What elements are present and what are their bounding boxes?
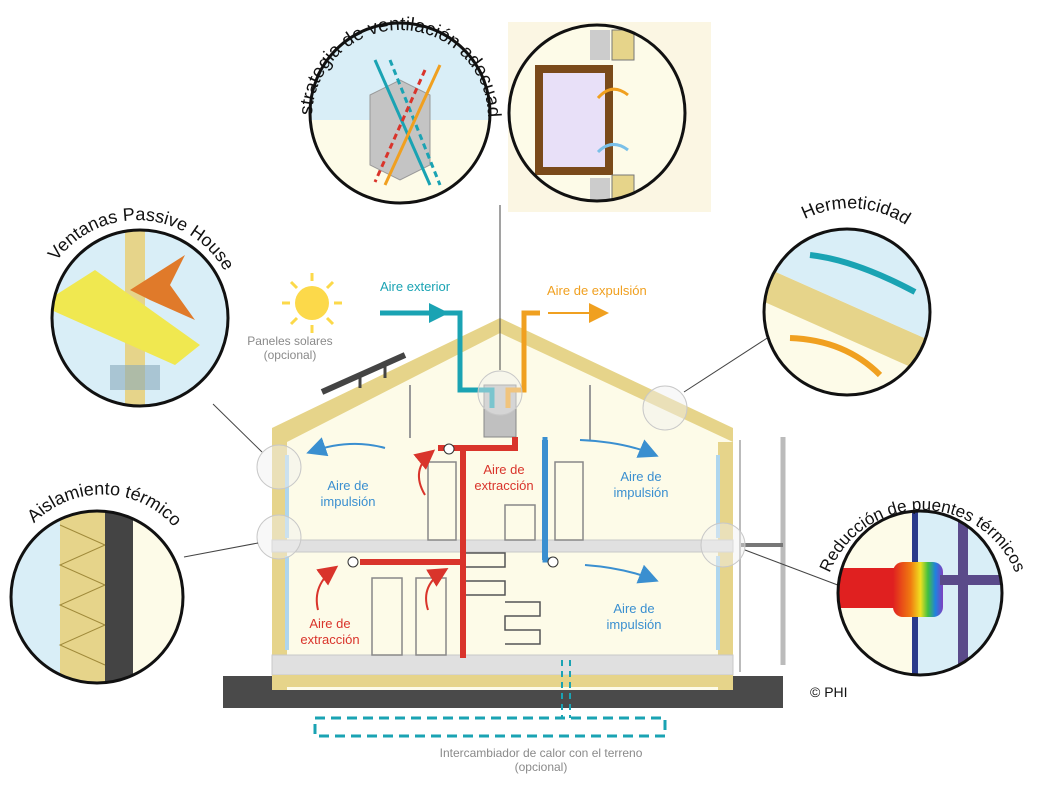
supply-air-upper-right-line2: impulsión <box>613 484 669 500</box>
ground-exchanger-line1: Intercambiador de calor con el terreno <box>439 746 643 760</box>
ground-exchanger-line2: (opcional) <box>514 760 568 775</box>
supply-air-upper-left-line2: impulsión <box>320 493 376 509</box>
solar-panels-line1: Paneles solares <box>247 334 333 348</box>
airtightness-title: Hermeticidad <box>798 192 914 228</box>
thermal-bridges-callout <box>836 509 1004 677</box>
insulation-callout <box>9 509 185 685</box>
ventilation-unit <box>483 384 517 438</box>
supply-air-lower-right-line1: Aire de <box>613 601 655 616</box>
extract-arrow-lower-2 <box>425 567 449 611</box>
copyright-label: © PHI <box>810 684 848 700</box>
supply-arrow-upper-left <box>306 437 386 457</box>
supply-air-lower-right-label: Aire de impulsión <box>596 601 672 632</box>
solar-panel <box>320 352 407 395</box>
extract-arrow-upper <box>413 449 436 496</box>
house <box>271 318 734 690</box>
supply-air-upper-left-label: Aire de impulsión <box>310 478 386 509</box>
extract-air-lower-line2: extracción <box>300 631 360 647</box>
extract-air-lower-line1: Aire de <box>309 616 351 631</box>
extract-arrow-lower-1 <box>315 565 339 611</box>
supply-arrow-upper-right <box>579 439 659 458</box>
extract-air-upper-line1: Aire de <box>483 462 525 477</box>
supply-air-lower-right-line2: impulsión <box>606 616 662 632</box>
exhaust-air-label: Aire de expulsión <box>547 283 647 298</box>
supply-air-upper-right-label: Aire de impulsión <box>603 469 679 500</box>
callout-lines <box>183 205 844 588</box>
vent-icons <box>347 443 559 568</box>
extract-air-upper-label: Aire de extracción <box>466 462 542 493</box>
detail-markers <box>256 370 746 568</box>
window-detail-callout <box>507 22 711 212</box>
ground-exchanger-label: Intercambiador de calor con el terreno (… <box>400 746 682 775</box>
extract-air-upper-line2: extracción <box>474 477 534 493</box>
supply-arrow-lower-right <box>584 564 659 584</box>
airtightness-callout <box>762 227 932 397</box>
solar-panels-line2: (opcional) <box>263 348 317 363</box>
supply-air-upper-right-line1: Aire de <box>620 469 662 484</box>
windows-callout <box>50 228 230 408</box>
ground-heat-exchanger <box>313 716 667 738</box>
supply-air-upper-left-line1: Aire de <box>327 478 369 493</box>
sun-icon <box>282 273 342 333</box>
extract-air-lower-label: Aire de extracción <box>292 616 368 647</box>
solar-panels-label: Paneles solares (opcional) <box>240 334 340 363</box>
outside-air-label: Aire exterior <box>380 279 451 294</box>
